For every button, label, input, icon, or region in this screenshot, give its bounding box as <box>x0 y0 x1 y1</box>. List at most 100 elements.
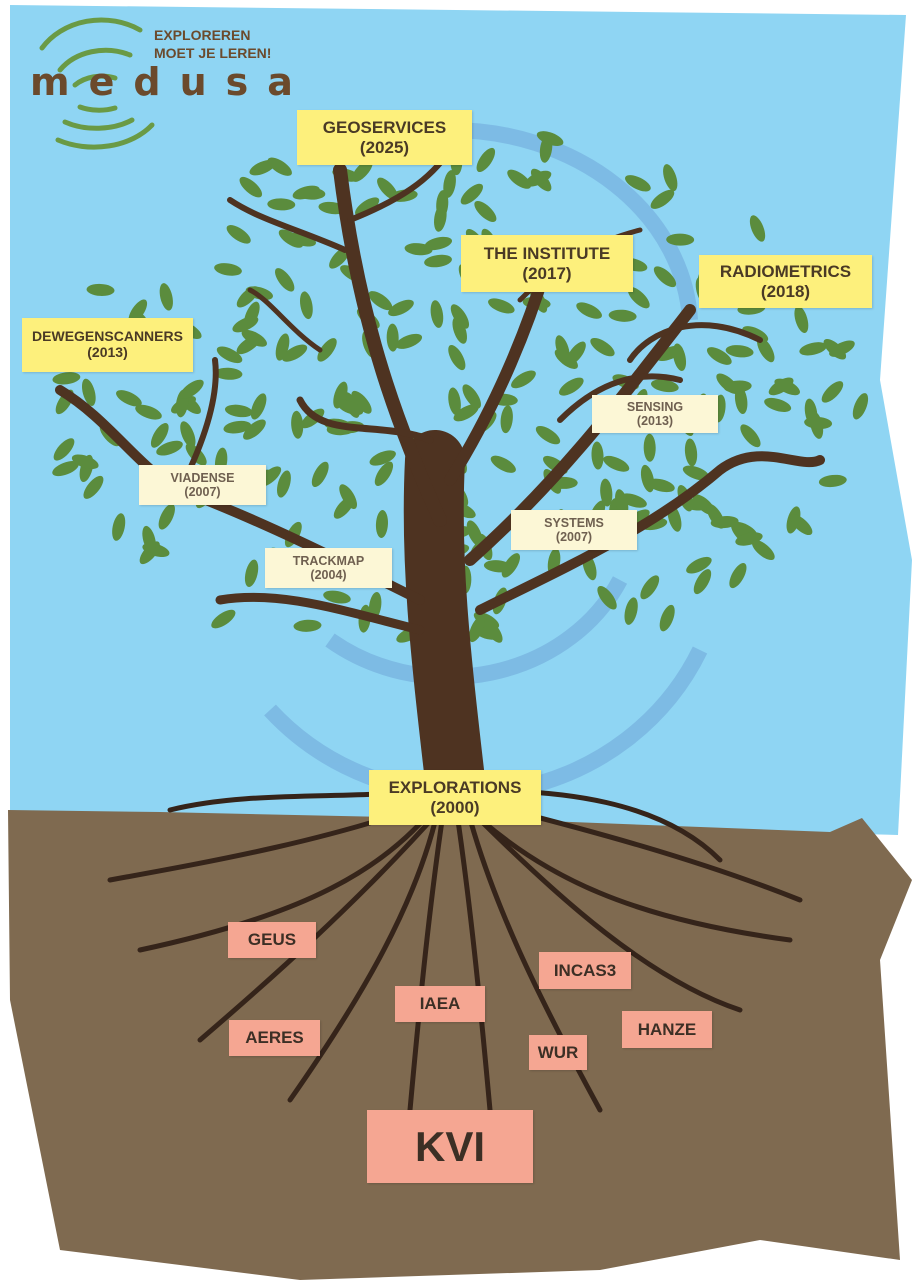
logo-wordmark: medusa <box>30 60 312 104</box>
label-name: SYSTEMS <box>544 516 604 530</box>
leaf <box>706 347 732 365</box>
leaf <box>351 390 372 414</box>
leaf <box>559 377 584 396</box>
leaf <box>214 263 242 276</box>
leaf <box>640 575 660 600</box>
leaf <box>468 616 485 643</box>
tagline-line-2: MOET JE LEREN! <box>154 45 272 61</box>
label-year: (2007) <box>555 530 593 544</box>
leaf <box>818 474 847 488</box>
leaf <box>749 215 766 242</box>
label-year: (2025) <box>359 137 410 157</box>
root-label-hanze: HANZE <box>622 1011 712 1048</box>
leaf <box>681 498 710 511</box>
leaf <box>490 455 516 473</box>
leaf <box>597 586 617 610</box>
leaf <box>369 450 396 466</box>
label-explorations: EXPLORATIONS(2000) <box>369 770 541 825</box>
leaf <box>386 323 399 352</box>
leaf <box>460 183 483 205</box>
label-name: EXPLORATIONS <box>388 778 522 798</box>
leaf <box>317 338 337 362</box>
leaf <box>725 345 754 358</box>
label-name: RADIOMETRICS <box>719 262 852 282</box>
leaf <box>462 384 481 409</box>
root-label-incas3: INCAS3 <box>539 952 631 989</box>
label-name: VIADENSE <box>170 471 235 485</box>
leaf <box>650 189 675 209</box>
label-name: SENSING <box>626 400 684 414</box>
leaf <box>226 225 251 244</box>
leaf <box>86 283 115 296</box>
leaf <box>536 131 564 146</box>
leaf <box>723 380 752 393</box>
tagline-line-1: EXPLOREREN <box>154 27 251 43</box>
leaf <box>83 475 104 499</box>
leaf <box>653 266 677 288</box>
leaf <box>291 410 304 439</box>
leaf <box>452 316 468 344</box>
leaf <box>368 291 393 311</box>
leaf <box>232 316 259 333</box>
leaf <box>81 378 96 406</box>
leaf <box>135 404 162 420</box>
leaf <box>158 503 175 530</box>
leaf <box>525 170 552 187</box>
leaf <box>591 441 604 470</box>
leaf <box>507 169 531 189</box>
label-year: (2017) <box>522 263 572 283</box>
leaf <box>666 233 695 246</box>
label-dewegenscanners: DEWEGENSCANNERS(2013) <box>22 318 193 372</box>
leaf <box>799 342 827 356</box>
leaf <box>267 198 296 211</box>
leaf <box>729 562 747 589</box>
leaf <box>764 397 792 412</box>
leaf <box>180 421 196 448</box>
leaf <box>224 404 253 418</box>
root-label-kvi: KVI <box>367 1110 533 1183</box>
leaf <box>600 478 613 507</box>
leaf <box>693 569 712 595</box>
label-trackmap: TRACKMAP(2004) <box>265 548 392 588</box>
leaf <box>627 287 650 309</box>
leaf <box>823 339 847 360</box>
leaf <box>214 367 243 380</box>
leaf <box>500 405 513 434</box>
leaf <box>608 309 637 322</box>
label-year: (2000) <box>430 797 480 817</box>
leaf <box>375 510 388 538</box>
leaf <box>250 393 267 420</box>
leaf <box>483 560 512 573</box>
leaf <box>404 243 433 256</box>
leaf <box>128 299 148 324</box>
leaf <box>804 416 833 430</box>
leaf <box>374 461 394 486</box>
leaf <box>211 609 236 629</box>
leaf <box>355 197 380 216</box>
label-geoservices: GEOSERVICES(2025) <box>297 110 472 165</box>
leaf <box>430 300 444 328</box>
leaf <box>453 404 479 422</box>
label-viadense: VIADENSE(2007) <box>139 465 266 505</box>
leaf <box>450 304 470 329</box>
leaf <box>684 438 698 467</box>
leaf <box>395 333 423 349</box>
leaf <box>474 200 497 222</box>
leaf <box>278 229 304 248</box>
leaf <box>740 424 761 448</box>
label-year: (2013) <box>87 344 128 360</box>
leaf <box>159 283 173 311</box>
leaf <box>682 465 710 481</box>
leaf <box>241 329 267 347</box>
leaf <box>852 393 869 420</box>
label-radiometrics: RADIOMETRICS(2018) <box>699 255 872 308</box>
leaf <box>216 346 243 364</box>
leaf <box>443 170 456 198</box>
leaf <box>351 159 373 182</box>
logo-tagline: EXPLOREREN MOET JE LEREN! <box>154 26 271 62</box>
leaf <box>821 381 844 403</box>
leaf <box>590 337 615 357</box>
leaf <box>734 386 748 415</box>
leaf <box>142 525 157 554</box>
